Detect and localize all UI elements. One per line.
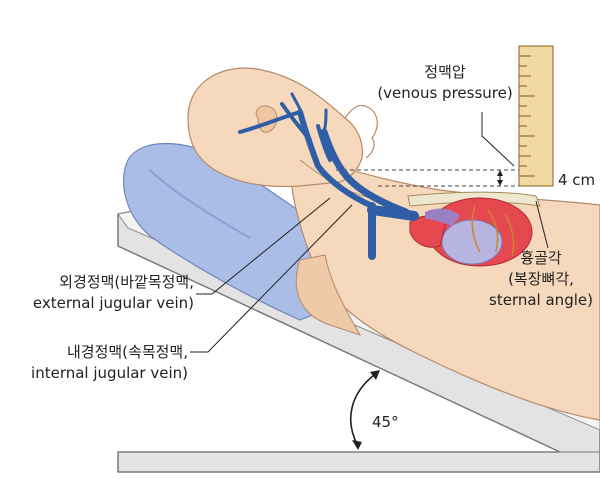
venous-pressure-ko: 정맥압 xyxy=(424,63,466,81)
internal-jugular-leader xyxy=(190,204,353,353)
shoulder xyxy=(295,254,362,336)
ruler-ticks xyxy=(519,55,535,177)
internal-jugular-en: internal jugular vein) xyxy=(31,364,188,382)
pillow-fold xyxy=(149,169,251,239)
sternal-angle-ko-alt: (복장뼈각, xyxy=(508,270,574,288)
external-jugular-label: 외경정맥(바깥목정맥, external jugular vein) xyxy=(0,272,194,314)
angle-arrow-bottom xyxy=(352,440,362,450)
height-arrow-head-up xyxy=(497,170,503,176)
angle-arrow-top xyxy=(370,370,380,380)
internal-jugular-ko: 내경정맥(속목정맥, xyxy=(66,343,188,361)
venous-pressure-en: (venous pressure) xyxy=(377,84,513,102)
jugular-veins xyxy=(238,92,419,260)
sternal-angle-leader xyxy=(535,200,549,249)
angle-arc xyxy=(350,371,379,447)
angle-label: 45° xyxy=(372,413,399,431)
external-jugular-leader xyxy=(196,197,331,295)
heart xyxy=(409,197,533,267)
venous-pressure-label: 정맥압 (venous pressure) xyxy=(370,62,520,104)
height-arrow-head-down xyxy=(497,180,503,186)
sternal-angle-ko: 흉골각 xyxy=(520,249,562,267)
internal-jugular-label: 내경정맥(속목정맥, internal jugular vein) xyxy=(0,342,188,384)
height-label: 4 cm xyxy=(558,171,596,189)
face-profile xyxy=(344,104,378,159)
sternal-angle-label: 흉골각 (복장뼈각, sternal angle) xyxy=(482,248,600,311)
external-jugular-ko: 외경정맥(바깥목정맥, xyxy=(59,273,194,291)
head xyxy=(187,67,363,188)
external-jugular-en: external jugular vein) xyxy=(32,294,194,312)
venous-pressure-leader xyxy=(481,112,515,167)
sternal-angle-en: sternal angle) xyxy=(489,291,593,309)
